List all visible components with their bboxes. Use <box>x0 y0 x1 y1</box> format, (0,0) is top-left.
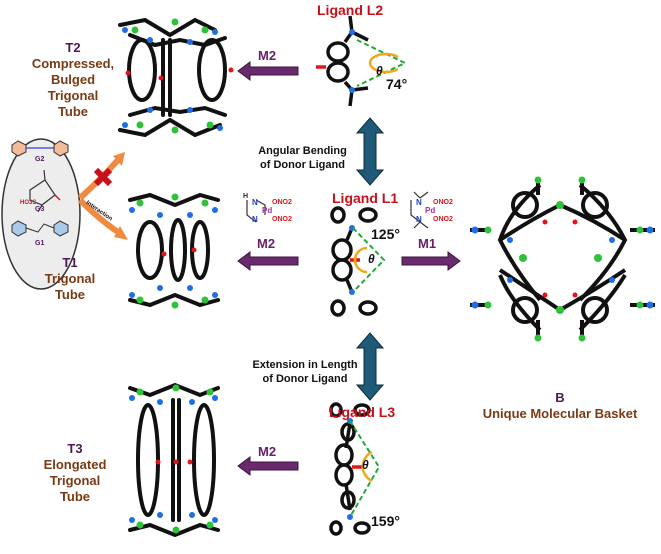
arrow-label-m2-bottom: M2 <box>258 444 277 459</box>
arrow-label-m2-middle: M2 <box>257 236 276 251</box>
t2-cage-structure <box>118 17 227 138</box>
m1-pd-label: Pd <box>425 206 436 215</box>
ligand-l1-title: Ligand L1 <box>332 190 399 206</box>
m1-n-label: N <box>416 215 422 224</box>
product-t1-code: T1 <box>62 255 78 270</box>
product-t3-line: Tube <box>59 489 91 504</box>
t3-metal-nodes <box>129 384 218 534</box>
product-b-line: Unique Molecular Basket <box>482 406 638 421</box>
product-t2-line: Tube <box>57 104 89 119</box>
extension-caption: Extension in Length of Donor Ligand <box>250 358 360 386</box>
product-t2-line: Trigonal <box>47 88 99 103</box>
product-t1-line: Trigonal <box>44 271 96 286</box>
m2-h-label: H <box>243 193 249 200</box>
extension-caption-line: of Donor Ligand <box>262 373 348 385</box>
product-b-label: B Unique Molecular Basket <box>470 390 650 422</box>
l1-angle-marker <box>352 227 386 293</box>
ligand-l3-structure <box>329 402 371 536</box>
product-t1-label: T1 Trigonal Tube <box>20 255 120 303</box>
arrow-label-m1: M1 <box>418 236 437 251</box>
l2-angle-marker <box>356 39 408 87</box>
guest-g2-label: G2 <box>35 156 45 163</box>
t3-cage-structure <box>128 382 220 538</box>
m2-pd-label: Pd <box>262 206 273 215</box>
ligand-l3-theta: θ <box>362 458 369 472</box>
ligand-l2-theta: θ <box>376 64 383 78</box>
ligand-l1-structure <box>330 206 378 317</box>
product-t3-label: T3 Elongated Trigonal Tube <box>25 441 125 505</box>
product-t3-code: T3 <box>67 441 83 456</box>
t1-cage-structure <box>128 192 220 308</box>
arrow-m2-to-t3 <box>237 456 299 476</box>
bending-caption: Angular Bending of Donor Ligand <box>250 144 355 172</box>
ligand-l3-angle: 159° <box>371 513 400 529</box>
ligand-l2-angle: 74° <box>386 76 408 92</box>
double-arrow-extension <box>355 332 385 401</box>
product-t2-line: Bulged <box>50 72 96 87</box>
product-t3-line: Elongated <box>43 457 107 472</box>
m1-nitrate-label: ONO2 <box>433 199 453 206</box>
arrow-m2-to-t2 <box>237 61 299 81</box>
m1-nitrate-label: ONO2 <box>433 216 453 223</box>
basket-structure <box>470 178 655 340</box>
ligand-l2-structure <box>316 15 369 107</box>
arrow-m1-to-basket <box>401 251 461 271</box>
guest-g3-sulfonic-label: HO3S <box>20 200 37 206</box>
t2-metal-nodes <box>122 18 234 134</box>
no-interaction-cross-icon <box>93 167 113 187</box>
product-t1-line: Tube <box>54 287 86 302</box>
bending-caption-line: Angular Bending <box>258 145 347 157</box>
product-t2-code: T2 <box>65 40 81 55</box>
guest-g3-label: G3 <box>35 206 45 213</box>
basket-metal-nodes <box>471 176 654 342</box>
l3-angle-marker <box>349 420 381 518</box>
product-t2-label: T2 Compressed, Bulged Trigonal Tube <box>18 40 128 120</box>
m2-nitrate-label: ONO2 <box>272 199 292 206</box>
bending-caption-line: of Donor Ligand <box>260 159 345 171</box>
m1-n-label: N <box>416 198 422 207</box>
ligand-l1-theta: θ <box>368 252 375 266</box>
double-arrow-bending <box>355 117 385 186</box>
m1-complex-structure <box>410 191 429 229</box>
product-t2-line: Compressed, <box>31 56 115 71</box>
orange-arrows <box>77 152 128 240</box>
product-t3-line: Trigonal <box>49 473 101 488</box>
m2-nitrate-label: ONO2 <box>272 216 292 223</box>
guest-oval <box>1 138 81 290</box>
ligand-l1-angle: 125° <box>371 226 400 242</box>
arrow-label-m2-top: M2 <box>258 48 277 63</box>
product-b-code: B <box>555 390 565 405</box>
guest-g1-label: G1 <box>35 240 45 247</box>
arrow-m2-to-t1 <box>237 251 299 271</box>
m2-complex-structure <box>246 199 266 223</box>
t1-metal-nodes <box>129 193 218 309</box>
m2-n-label: N <box>252 198 258 207</box>
m2-n-label: N <box>252 215 258 224</box>
extension-caption-line: Extension in Length <box>252 359 358 371</box>
ligand-l3-title: Ligand L3 <box>329 404 396 420</box>
ligand-l2-title: Ligand L2 <box>317 2 384 18</box>
